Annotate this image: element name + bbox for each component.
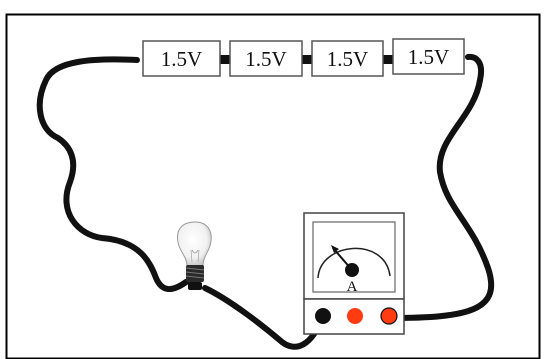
ammeter-scale-arc — [317, 247, 391, 279]
cell-connector — [302, 55, 312, 64]
battery-cell-4: 1.5V — [392, 38, 465, 75]
battery-cell-1: 1.5V — [142, 40, 221, 77]
ammeter-letter: A — [347, 279, 358, 295]
ammeter-terminal-positive — [380, 307, 398, 325]
battery-cell-3: 1.5V — [311, 40, 384, 77]
ammeter: A — [303, 212, 405, 335]
battery-cell-2: 1.5V — [229, 40, 303, 77]
cell-voltage-label: 1.5V — [245, 47, 286, 71]
ammeter-needle-pivot — [345, 263, 359, 277]
ammeter-terminal-middle — [347, 308, 363, 324]
ammeter-terminal-negative — [315, 308, 331, 324]
circuit-wire — [36, 53, 495, 350]
cell-connector — [220, 55, 230, 64]
cell-voltage-label: 1.5V — [408, 45, 449, 69]
cell-connector — [383, 55, 393, 64]
light-bulb-icon — [177, 221, 212, 290]
cell-voltage-label: 1.5V — [161, 47, 202, 71]
cell-voltage-label: 1.5V — [327, 47, 368, 71]
